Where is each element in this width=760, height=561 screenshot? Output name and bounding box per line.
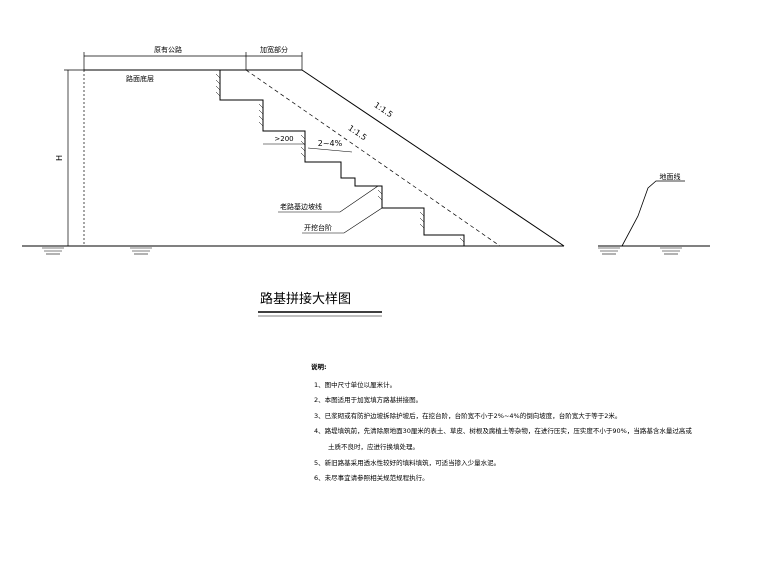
note-item-4: 4、路堤填筑前，先清除原地面30厘米的表土、草皮、树根及腐植土等杂物，在进行压实…	[314, 427, 692, 436]
note-item-6: 6、未尽事宜请参照相关规范规程执行。	[314, 474, 429, 483]
note-item-5: 5、新旧路基采用透水性较好的填料填筑，可适当掺入少量水泥。	[314, 458, 501, 467]
note-item-3: 3、已浆砌或有防护边坡拆除护坡后，在挖台阶，台阶宽不小于2%~4%的倒向坡度，台…	[314, 411, 622, 420]
ground-hatch-3	[598, 247, 620, 255]
existing-road-label: 原有公路	[154, 45, 182, 54]
notes-heading: 说明:	[311, 363, 327, 371]
step-slope-arrow	[307, 147, 353, 153]
drawing-title: 路基拼接大样图	[260, 291, 351, 307]
old-slope-line-label: 老路基边坡线	[280, 202, 322, 211]
excavated-step-label: 开挖台阶	[304, 223, 332, 232]
leader-excavated-step	[302, 207, 383, 234]
ground-hatch-2	[130, 247, 152, 255]
ground-line-label: 地面线	[660, 172, 681, 181]
notes-block: 说明: 1、图中尺寸单位以厘米计。 2、本图适用于加宽填方路基拼接图。 3、已浆…	[311, 360, 692, 487]
excavated-steps	[219, 70, 465, 246]
ground-hatch-1	[42, 247, 64, 255]
note-item-1: 1、图中尺寸单位以厘米计。	[314, 380, 397, 389]
step-width-label: >200	[274, 135, 293, 143]
note-item-4-continued: 土质不良时，应进行换填处理。	[328, 442, 419, 451]
slope-step-label: 1:1.5	[346, 123, 368, 142]
step-slope-label: 2~4%	[318, 139, 343, 148]
ground-hatch-4	[660, 247, 682, 255]
widening-part-label: 加宽部分	[260, 45, 288, 54]
slope-main-label: 1:1.5	[372, 100, 394, 119]
pavement-bottom-label: 路面底层	[126, 74, 154, 83]
old-slope-dashed-line	[245, 69, 501, 247]
height-label: H	[55, 155, 64, 161]
natural-ground-profile	[621, 180, 685, 247]
note-item-2: 2、本图适用于加宽填方路基拼接图。	[314, 396, 423, 405]
leader-old-slope	[278, 185, 379, 213]
step-hatching	[215, 73, 465, 243]
new-fill-slope-line	[301, 69, 565, 247]
